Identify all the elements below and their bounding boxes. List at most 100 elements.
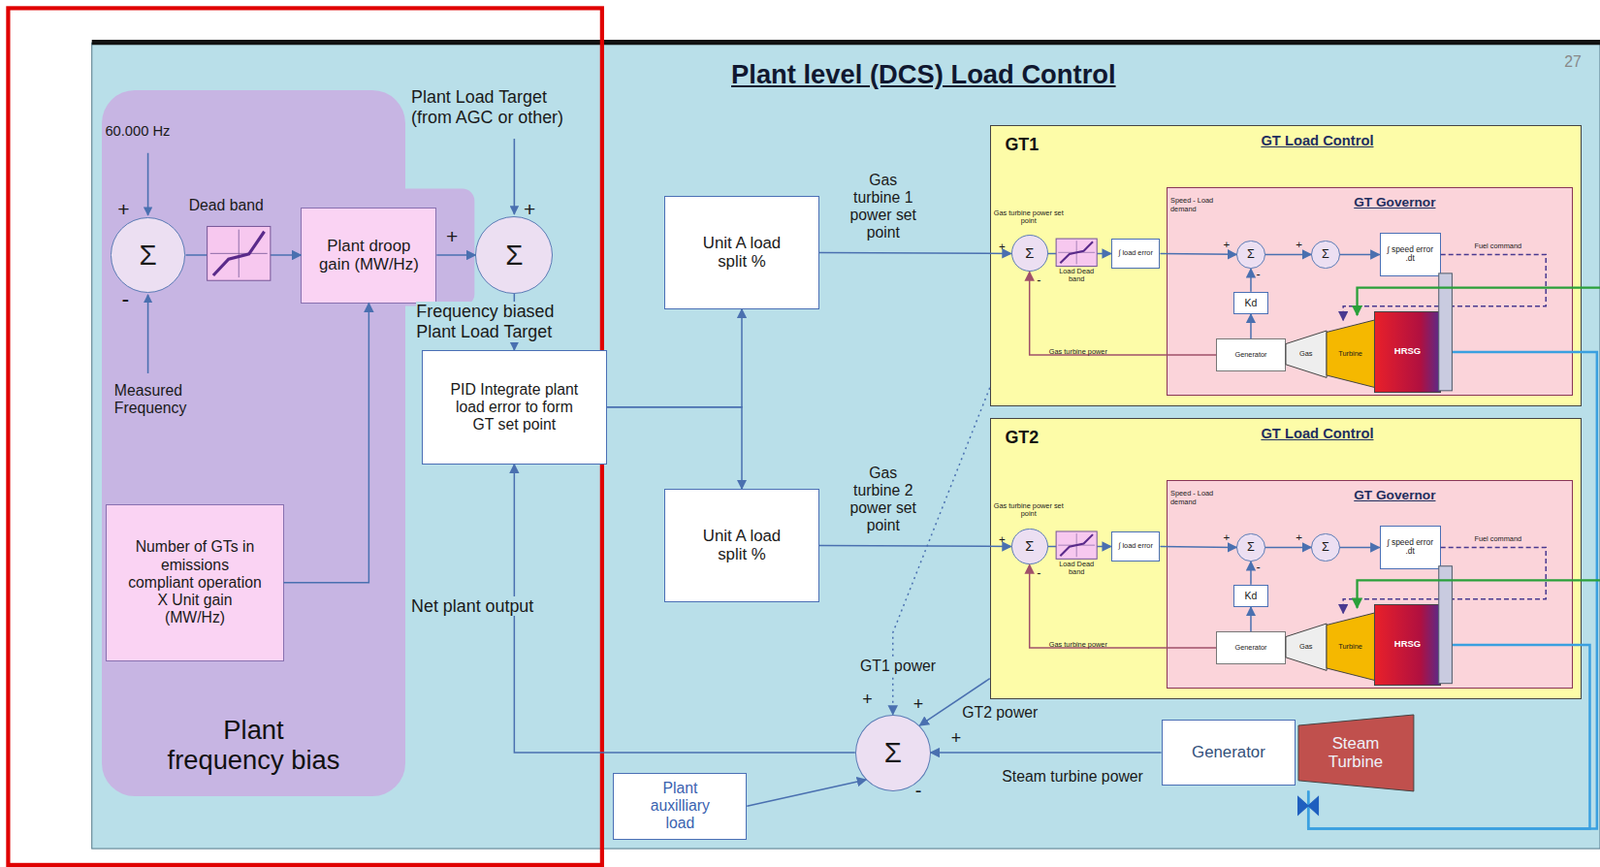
node-text: ∫ load error [1118,542,1153,550]
signal-label: Speed - Load demand [1170,489,1216,507]
label-holder: Gas turbine power set point [992,209,1066,227]
sign-label: - [1255,560,1260,576]
slide-panel [92,42,1600,849]
node-text: ∫ speed error .dt [1381,538,1440,557]
sign-label: - [1036,273,1041,288]
sign-label: + [1222,238,1230,252]
connector [1029,564,1217,648]
connector [1265,546,1312,549]
generator-box: Generator [1161,719,1297,786]
connector [607,407,742,489]
node-text: Kd [1245,296,1258,309]
label-holder: + [1293,527,1305,545]
governor-panel: GT GovernorΣΣ∫ speed error .dtKdGenerato… [1166,480,1573,690]
signal-label: Speed - Load demand [1170,196,1216,214]
connector [1249,268,1252,292]
deadband-symbol [207,225,271,281]
process-box: Unit A load split % [664,488,820,603]
edge-label-holder: Frequency biased Plant Load Target [416,301,570,342]
node-text: Σ [1247,540,1255,555]
integrator-box: ∫ speed error .dt [1379,232,1441,277]
label-holder: Speed - Load demand [1170,489,1216,508]
node-text: ∫ load error [1118,249,1153,257]
gt1-symbols [1056,238,1600,391]
shape-fill [1326,612,1375,680]
process-box: Plant auxilliary load [612,772,747,840]
node-text: Σ [138,238,157,272]
integrator-box: ∫ load error [1111,238,1161,269]
label-holder: Speed - Load demand [1170,196,1216,215]
label-holder: + [116,197,131,222]
node-text: Generator [1234,643,1267,652]
node-text: Σ [1321,247,1330,262]
sign-label: - [1255,267,1260,283]
panel-heading: Plant frequency bias [163,714,343,776]
edge-label: Gas turbine 2 power set point [844,464,922,536]
text-holder: GT Load Control [1241,425,1395,443]
label-holder: + [911,694,927,715]
connector [436,254,476,256]
node-text: Σ [1024,245,1034,262]
connector [1249,314,1252,339]
shape-fill [1285,623,1327,671]
connector [746,779,866,806]
panel-name: GT1 [1004,134,1077,156]
shape-fill [1326,320,1375,387]
edge-label-holder: Net plant output [411,596,585,617]
turbine-shape: Turbine [1326,612,1375,680]
frequency-input-line [147,294,150,374]
connector [284,303,370,583]
node-text: HRSG [1394,346,1421,357]
edge-label-holder: Gas turbine 2 power set point [844,464,922,536]
slide-title: Plant level (DCS) Load Control [731,59,1117,90]
compressor-shape: Gas [1285,330,1327,378]
sign-label: + [1222,531,1230,544]
node-text: Σ [1024,538,1034,555]
edge-label: Net plant output [411,596,534,617]
connector [607,309,742,408]
label-holder: + [445,224,460,249]
connector [1159,545,1237,548]
edge-label: Fuel command [1473,242,1522,251]
gain-box: Number of GTs in emissions compliant ope… [105,504,284,662]
node-text: Generator [1191,742,1266,762]
summing-junction: Σ [475,216,553,294]
node-text: Plant auxilliary load [635,779,725,832]
node-text: Generator [1234,351,1267,359]
summing-junction: Σ [1311,240,1340,269]
label-holder: - [1033,563,1045,581]
node-text: Kd [1245,589,1258,602]
panel-name: GT2 [1004,427,1077,448]
governor-panel: GT GovernorΣ Σ ∫ speed error .dtKdGenerato… [1166,187,1573,397]
label-holder: 60.000 Hz [104,122,207,140]
label-holder: Gas turbine power set point [992,502,1066,520]
process-box: PID Integrate plant load error to form G… [421,350,608,465]
summing-junction: Σ [1236,533,1265,562]
node-text: Plant droop gain (MW/Hz) [317,236,420,275]
edge-label: Frequency biased Plant Load Target [416,301,570,342]
node-text: Turbine [1338,642,1363,651]
summing-junction: Σ [1236,240,1265,269]
edge-label: Steam turbine power [1001,768,1143,786]
signal-label: Load Dead band [1051,267,1103,285]
deadband-axes [210,229,268,278]
compressor-shape: Gas [1285,623,1327,671]
label-holder: + [860,689,875,710]
summing-junction: Σ [110,217,187,293]
generator-box: Generator [1216,631,1286,665]
edge-label-holder: Gas turbine 1 power set point [844,171,922,243]
signal-label: Load Dead band [1051,560,1103,577]
edge-label: Fuel command [1473,535,1522,544]
sign-label: + [523,197,536,222]
edge-label: GT2 power [961,704,1038,722]
hrsg-box: HRSG [1374,311,1440,393]
signal-label: Measured Frequency [114,382,227,417]
label-holder: Load Dead band [1051,560,1103,578]
signal-label: 60.000 Hz [104,123,170,140]
text-holder: GT Governor [1323,194,1467,211]
reference-input-line [147,153,150,216]
edge-label-holder: GT1 power [860,657,942,675]
label-holder: - [118,286,133,313]
steam-valve [1298,796,1319,815]
